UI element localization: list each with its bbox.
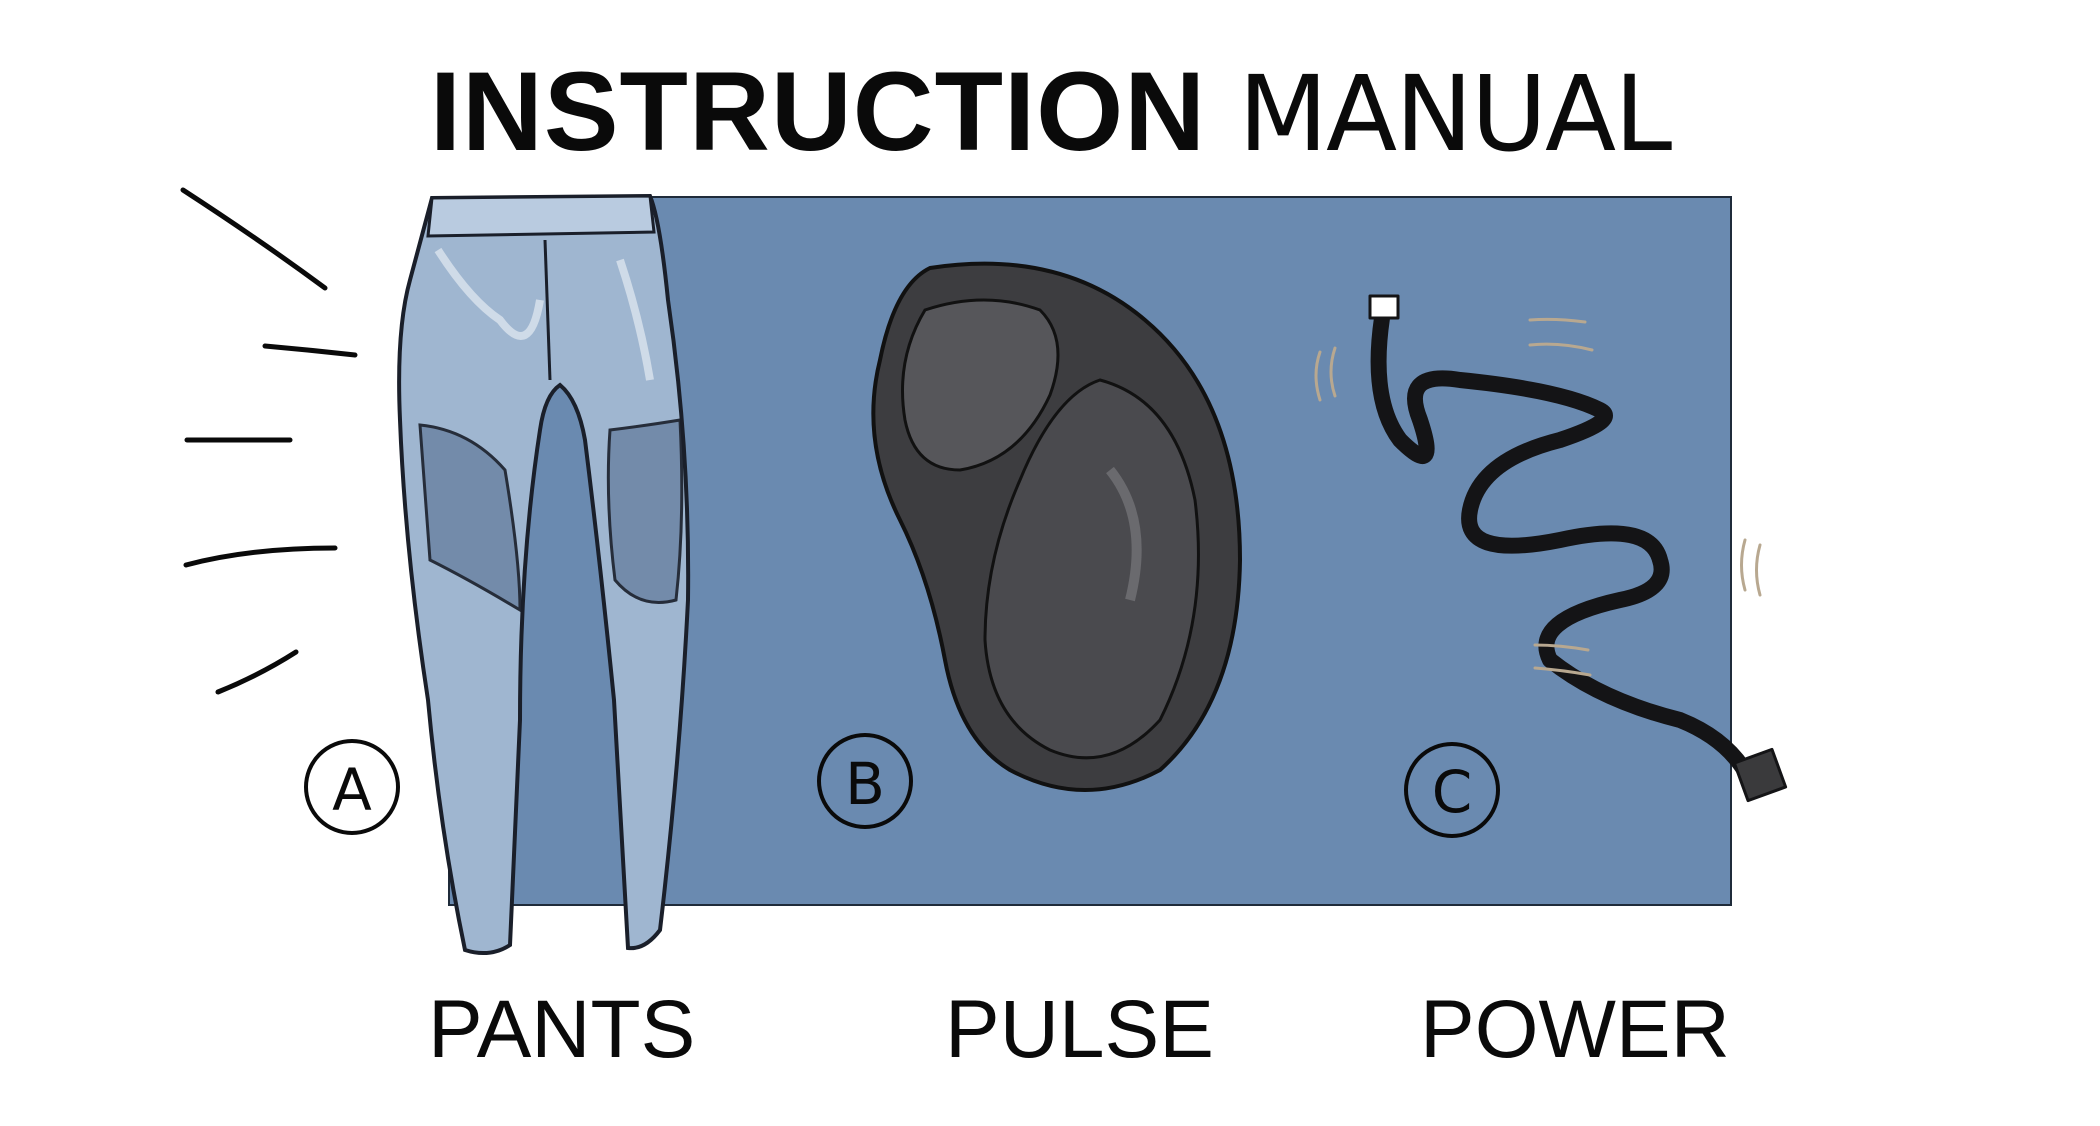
label-pants: PANTS <box>428 984 696 1075</box>
pulse-device-icon <box>871 261 1243 792</box>
page-title: INSTRUCTION MANUAL <box>0 49 2100 175</box>
pants-icon <box>397 193 691 956</box>
label-pulse: PULSE <box>945 984 1214 1075</box>
title-bold: INSTRUCTION <box>429 49 1207 174</box>
marker-a: A <box>304 739 400 835</box>
marker-c: C <box>1404 742 1500 838</box>
marker-c-letter: C <box>1432 758 1473 826</box>
marker-b-letter: B <box>845 750 885 818</box>
marker-a-letter: A <box>332 756 372 824</box>
label-power: POWER <box>1420 984 1730 1075</box>
power-cable-icon <box>1368 294 1788 803</box>
vibration-marks-icon <box>1314 317 1762 677</box>
marker-b: B <box>817 733 913 829</box>
title-light: MANUAL <box>1238 53 1672 175</box>
motion-lines-icon <box>180 187 358 695</box>
